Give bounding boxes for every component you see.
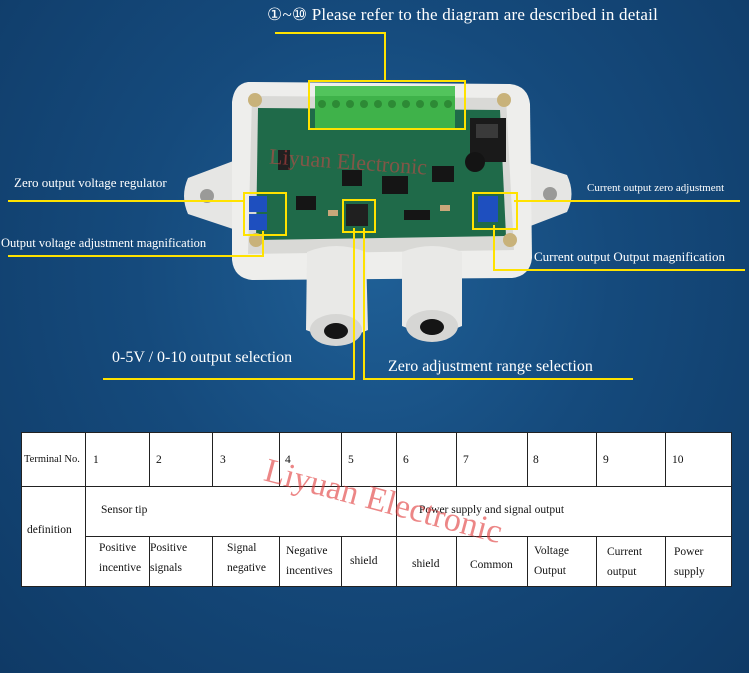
definition-5: shield [350, 555, 378, 567]
terminal-number: 10 [672, 454, 684, 466]
label-zero-range-selection: Zero adjustment range selection [388, 358, 593, 375]
label-output-selection: 0-5V / 0-10 output selection [112, 349, 293, 366]
group-sensor-tip: Sensor tip [101, 504, 148, 516]
leader-output-magnification-v [262, 231, 264, 257]
definition-7: Common [470, 559, 513, 571]
leader-zero-range-v [363, 228, 365, 380]
leader-zero-voltage [8, 200, 244, 202]
header-definition: definition [27, 524, 72, 536]
left-pot-highlight-box [243, 192, 287, 236]
terminal-number: 6 [403, 454, 409, 466]
label-current-zero-adjustment: Current output zero adjustment [587, 182, 725, 194]
terminal-number: 3 [220, 454, 226, 466]
header-terminal-no: Terminal No. [24, 454, 80, 465]
terminal-highlight-box [308, 80, 466, 130]
label-current-magnification: Current output Output magnification [534, 249, 725, 264]
label-output-voltage-adjustment: Output voltage adjustment magnification [1, 236, 207, 250]
terminal-number: 9 [603, 454, 609, 466]
terminal-number: 5 [348, 454, 354, 466]
leader-current-magnification-h [493, 269, 745, 271]
right-pot-highlight-box [472, 192, 518, 230]
leader-current-magnification-v [493, 225, 495, 270]
terminal-block [315, 86, 455, 128]
definition-6: shield [412, 558, 440, 570]
pot-current [478, 196, 498, 222]
jumper-block [346, 204, 368, 226]
group-power-supply: Power supply and signal output [419, 504, 565, 516]
leader-current-zero [514, 200, 740, 202]
pot-voltage-magnification [249, 214, 267, 230]
terminal-number: 7 [463, 454, 469, 466]
terminal-number: 1 [93, 454, 99, 466]
leader-output-magnification [8, 255, 263, 257]
jumper-highlight-box [342, 199, 376, 233]
pot-zero-voltage [249, 196, 267, 212]
terminal-number: 2 [156, 454, 162, 466]
terminal-number: 8 [533, 454, 539, 466]
leader-title-h [275, 32, 386, 34]
cable-gland-right [402, 246, 462, 342]
page-title: ①~⑩ Please refer to the diagram are desc… [267, 5, 658, 24]
leader-title [384, 32, 386, 82]
leader-output-selection-v [353, 228, 355, 380]
leader-zero-range-h [363, 378, 633, 380]
leader-output-selection-h [103, 378, 355, 380]
terminal-number: 4 [285, 454, 291, 466]
terminal-table: Terminal No. 1 2 3 4 5 6 7 8 9 10 defini… [21, 432, 732, 587]
label-zero-voltage-regulator: Zero output voltage regulator [14, 175, 167, 190]
cable-gland-left [306, 246, 368, 346]
